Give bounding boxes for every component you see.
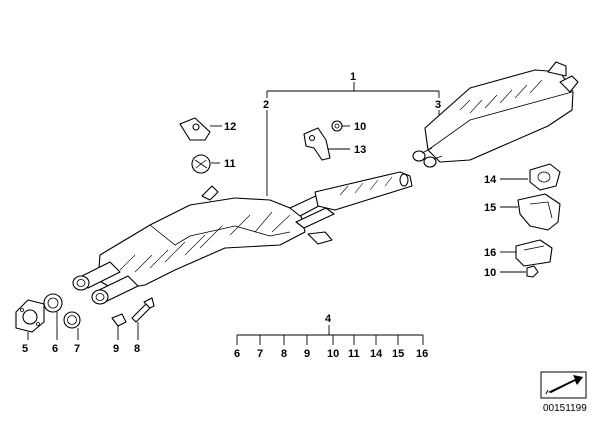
kit-item-8: 8: [281, 348, 287, 360]
bracket-16: [500, 239, 553, 267]
clamp-ring-6: [43, 293, 63, 340]
nut-9: [111, 313, 127, 340]
rear-silencer: [412, 61, 579, 168]
callout-16: 16: [484, 247, 496, 259]
kit-item-11: 11: [348, 348, 360, 360]
callout-10-right: 10: [484, 267, 496, 279]
kit-item-6: 6: [234, 348, 240, 360]
rubber-ring-14: [500, 163, 561, 191]
nut-10-right: [500, 265, 539, 278]
kit-item-16: 16: [416, 348, 428, 360]
direction-arrow-box: [540, 371, 587, 399]
callout-4: 4: [325, 313, 332, 325]
callout-12: 12: [224, 121, 236, 133]
flange-gasket-5: [15, 299, 45, 340]
callout-13: 13: [354, 144, 366, 156]
callout-14: 14: [484, 174, 497, 186]
reference-number: 00151199: [543, 403, 587, 414]
callout-9: 9: [113, 343, 119, 355]
callout-11: 11: [224, 158, 236, 170]
kit-item-10: 10: [327, 348, 339, 360]
bolt-8: [131, 297, 155, 340]
bracket-15: [500, 193, 561, 231]
callout-6: 6: [52, 343, 58, 355]
sealing-ring-7: [63, 311, 81, 340]
kit-item-7: 7: [257, 348, 263, 360]
kit-item-9: 9: [304, 348, 310, 360]
front-silencer-assembly: [72, 171, 413, 305]
kit-item-14: 14: [370, 348, 383, 360]
callout-5: 5: [22, 343, 28, 355]
hanger-bracket-12: [179, 117, 222, 141]
callout-7: 7: [74, 343, 80, 355]
callout-2: 2: [263, 99, 269, 111]
callout-15: 15: [484, 202, 496, 214]
callout-10-top: 10: [354, 121, 366, 133]
kit-4-bracket: [236, 325, 424, 345]
nut-10-top: [331, 120, 350, 132]
callout-8: 8: [134, 343, 140, 355]
callout-3: 3: [435, 99, 441, 111]
bracket-13: [303, 127, 350, 161]
callout-1: 1: [350, 71, 356, 83]
kit-item-15: 15: [392, 348, 404, 360]
assembly-1-bracket: [266, 82, 440, 196]
rubber-mount-11: [191, 154, 220, 174]
